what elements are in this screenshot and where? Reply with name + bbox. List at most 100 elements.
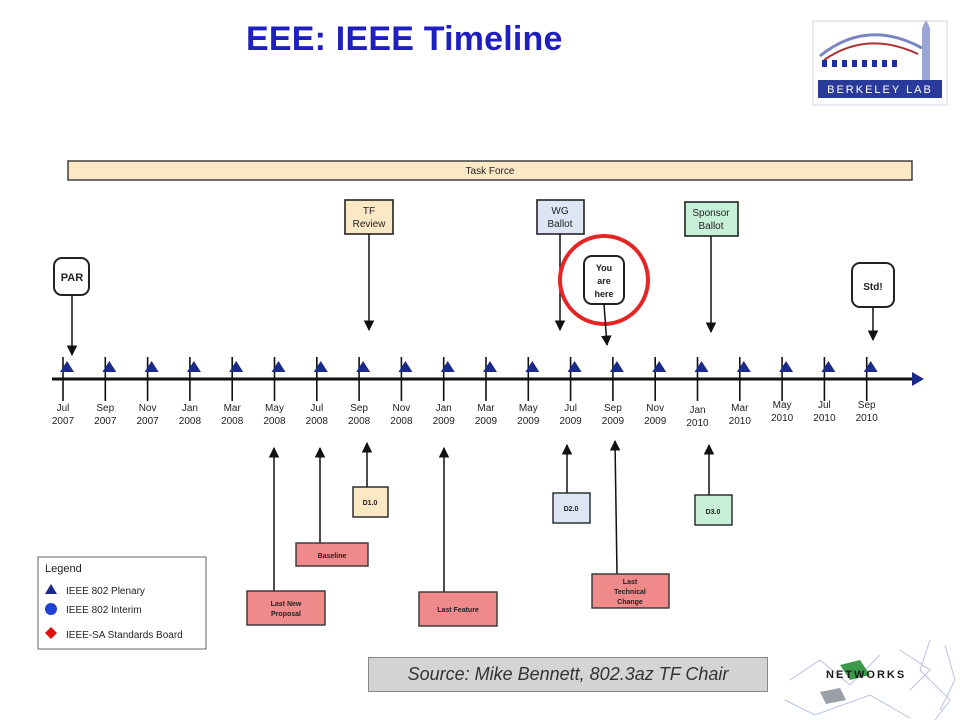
par-callout: PAR [53,257,90,357]
sponsor-ballot-callout: Sponsor Ballot [684,201,739,334]
month-label-6: Jul [310,403,323,414]
year-label-18: 2010 [813,413,836,424]
year-label-9: 2009 [433,416,456,427]
plenary-marker-6 [313,361,328,372]
plenary-marker-17 [779,361,794,372]
plenary-marker-5 [271,361,286,372]
month-label-10: Mar [477,403,495,414]
milestone-last-new-proposal-line1: Last New [271,601,302,608]
you-are-here-line3: here [594,289,613,299]
milestone-baseline-label: Baseline [318,553,347,560]
milestone-last-technical-change-line3: Change [617,599,643,606]
year-label-4: 2008 [221,416,244,427]
source-caption: Source: Mike Bennett, 802.3az TF Chair [368,657,768,692]
year-label-17: 2010 [771,413,794,424]
month-label-9: Jan [436,403,452,414]
month-label-7: Sep [350,403,368,414]
plenary-marker-19 [863,361,878,372]
month-label-5: May [265,403,284,414]
month-label-16: Mar [731,403,749,414]
plenary-marker-0 [60,361,74,372]
networks-logo-text: NETWORKS [826,669,906,681]
draft-d2: D2.0 [552,443,591,524]
year-label-11: 2009 [517,416,540,427]
you-are-here-line1: You [596,263,612,273]
year-label-14: 2009 [644,416,667,427]
sponsor-ballot-line2: Ballot [698,221,723,232]
timeline-axis-arrowhead [912,372,924,386]
milestone-last-technical-change: Last Technical Change [591,439,670,609]
draft-d3-label: D3.0 [706,509,721,516]
month-label-15: Jan [689,405,705,416]
milestone-last-feature: Last Feature [418,446,498,627]
draft-d3: D3.0 [694,443,733,526]
month-label-11: May [519,403,538,414]
legend-title: Legend [45,563,82,575]
milestone-last-technical-change-line2: Technical [614,589,646,596]
par-label: PAR [61,272,83,284]
legend-standards-board-icon [45,627,57,639]
plenary-marker-1 [102,361,117,372]
legend-interim-icon [45,603,57,615]
month-label-17: May [773,400,792,411]
wg-ballot-callout: WG Ballot [536,199,585,332]
plenary-marker-14 [652,361,667,372]
year-label-5: 2008 [263,416,286,427]
year-label-10: 2009 [475,416,498,427]
month-label-4: Mar [224,403,242,414]
tf-review-label-line2: Review [353,219,387,230]
slide-title: EEE: IEEE Timeline [246,20,563,58]
task-force-label: Task Force [466,166,515,177]
plenary-marker-12 [567,361,582,372]
std-callout: Std! [851,262,895,342]
month-label-3: Jan [182,403,198,414]
year-label-6: 2008 [306,416,329,427]
plenary-marker-16 [736,361,751,372]
year-label-12: 2009 [559,416,582,427]
year-label-0: 2007 [52,416,75,427]
year-label-1: 2007 [94,416,117,427]
draft-d2-label: D2.0 [564,506,579,513]
milestone-last-feature-label: Last Feature [437,607,479,614]
legend-plenary-icon [45,584,57,594]
you-are-here-callout: You are here [558,234,650,347]
wg-ballot-label-line1: WG [551,206,568,217]
month-label-2: Nov [139,403,157,414]
plenary-marker-4 [229,361,244,372]
legend: Legend IEEE 802 Plenary IEEE 802 Interim… [37,556,207,650]
month-label-13: Sep [604,403,622,414]
plenary-marker-10 [483,361,497,372]
month-label-8: Nov [393,403,411,414]
month-label-1: Sep [96,403,114,414]
sponsor-ballot-line1: Sponsor [692,208,730,219]
tf-review-callout: TF Review [344,199,394,332]
month-label-18: Jul [818,400,831,411]
year-label-7: 2008 [348,416,371,427]
plenary-marker-7 [356,361,371,372]
berkeley-lab-logo-text: BERKELEY LAB [827,84,933,96]
plenary-marker-9 [440,361,455,372]
berkeley-lab-logo: BERKELEY LAB [812,20,948,106]
legend-interim-label: IEEE 802 Interim [66,605,142,616]
plenary-marker-15 [694,361,709,372]
legend-plenary-label: IEEE 802 Plenary [66,586,145,597]
highlight-ring [558,234,650,326]
year-label-3: 2008 [179,416,202,427]
month-label-0: Jul [57,403,70,414]
month-label-14: Nov [646,403,664,414]
plenary-marker-2 [144,361,159,372]
std-label: Std! [863,282,882,293]
plenary-marker-18 [821,361,836,372]
plenary-marker-3 [186,361,201,372]
networks-logo: NETWORKS [784,640,956,720]
draft-d1-label: D1.0 [363,500,378,507]
year-label-8: 2008 [390,416,413,427]
year-label-16: 2010 [729,416,752,427]
milestone-last-new-proposal-line2: Proposal [271,611,301,618]
month-label-19: Sep [858,400,876,411]
draft-d1: D1.0 [352,441,389,518]
milestone-last-new-proposal: Last New Proposal [246,446,326,626]
plenary-marker-11 [525,361,540,372]
tf-review-label-line1: TF [363,206,375,217]
